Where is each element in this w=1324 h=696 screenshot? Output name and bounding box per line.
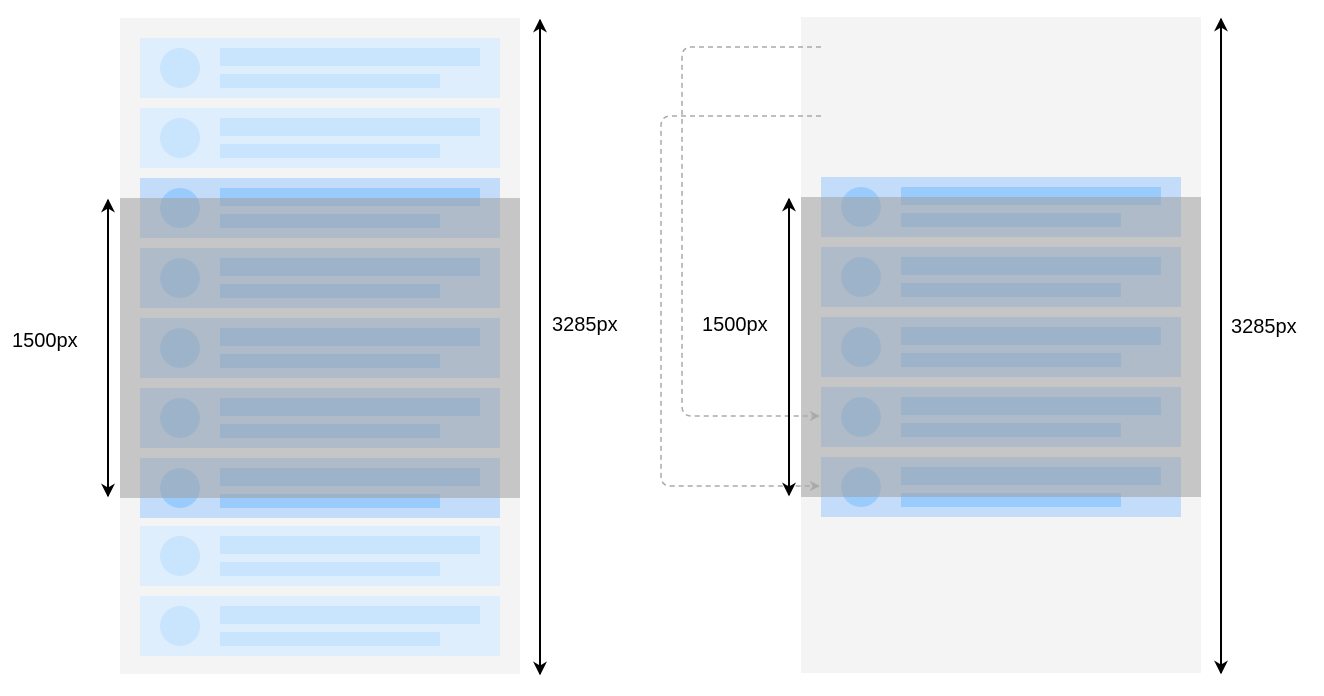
list-item: [140, 108, 500, 168]
list-item: [140, 596, 500, 656]
left-viewport-overlay: [120, 198, 520, 498]
list-item: [140, 526, 500, 586]
right-viewport-overlay: [801, 197, 1201, 497]
recycle-connector-2: [660, 115, 821, 492]
right-panel: 1500px 3285px: [660, 17, 1297, 675]
avatar: [160, 48, 200, 88]
right-viewport-height-label: 1500px: [702, 314, 768, 336]
left-panel: 1500px 3285px: [12, 18, 618, 676]
left-total-height-label: 3285px: [552, 314, 618, 336]
avatar: [160, 536, 200, 576]
list-item: [140, 38, 500, 98]
right-total-height-label: 3285px: [1231, 316, 1297, 338]
left-viewport-height-label: 1500px: [12, 330, 78, 352]
avatar: [160, 118, 200, 158]
avatar: [160, 606, 200, 646]
recycle-connector-1: [681, 46, 821, 422]
